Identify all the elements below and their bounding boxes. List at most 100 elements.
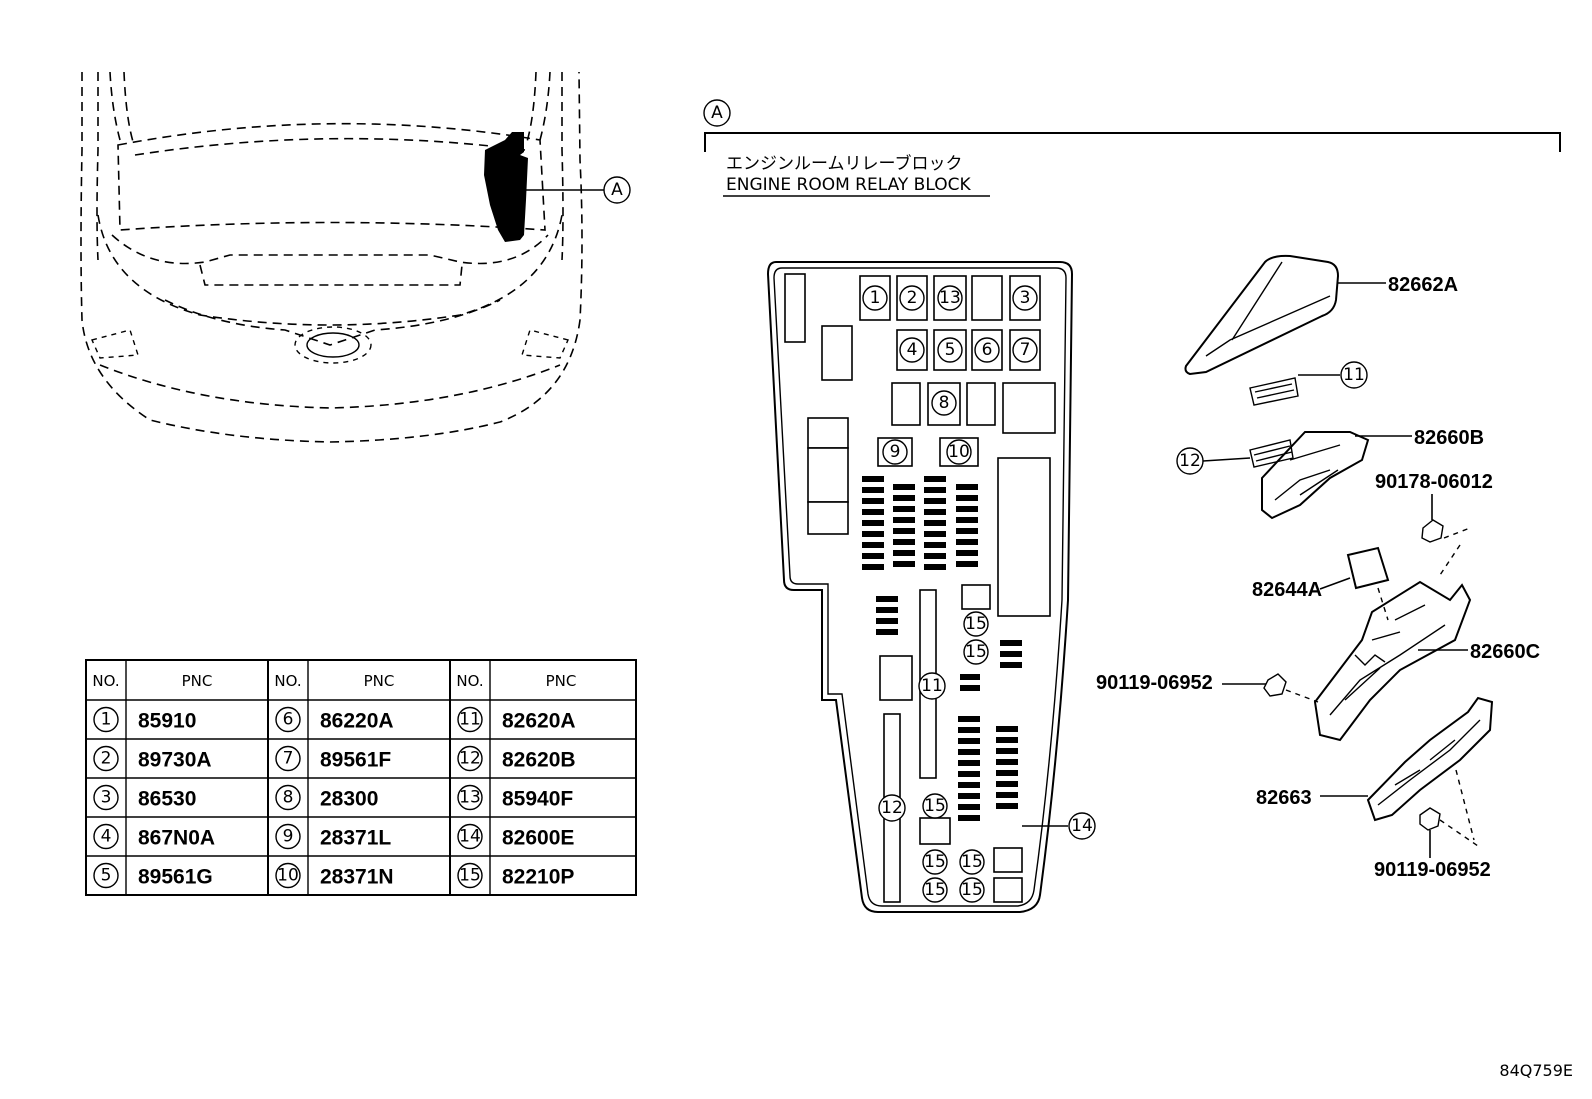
exploded-parts: 82662A 11 12 82660B 90178-06012 82644A 8…	[1096, 254, 1540, 881]
bolt-bottom-icon	[1419, 807, 1441, 831]
fuse-bar	[876, 596, 898, 602]
label-82660B: 82660B	[1414, 427, 1484, 449]
table-pnc: 89730A	[138, 749, 212, 772]
label-90178-06012: 90178-06012	[1375, 471, 1493, 493]
table-no-circle	[457, 706, 483, 733]
table-row: 3 86530	[93, 784, 196, 811]
table-no-circle	[457, 745, 483, 772]
table-pnc: 867N0A	[138, 827, 215, 850]
table-header-no: NO.	[92, 672, 119, 690]
fuse-bar	[893, 517, 915, 523]
fuse-bar	[876, 618, 898, 624]
fuse-bar	[893, 561, 915, 567]
fuse-bar	[924, 509, 946, 515]
fuse-bar	[958, 760, 980, 766]
fuse-bar	[956, 561, 978, 567]
label-82660C: 82660C	[1470, 641, 1540, 663]
table-no: 1	[101, 710, 112, 730]
fuse-bar	[958, 771, 980, 777]
svg-text:12: 12	[881, 798, 903, 818]
fuse-strip-12-icon	[1249, 439, 1294, 468]
fuse-bar	[893, 550, 915, 556]
table-no-circle	[457, 823, 483, 850]
fuse-bar	[996, 792, 1018, 798]
table-header-no: NO.	[274, 672, 301, 690]
table-no: 11	[459, 710, 481, 730]
fuse-bar	[862, 498, 884, 504]
svg-text:9: 9	[890, 442, 901, 462]
svg-text:15: 15	[924, 880, 946, 900]
relay-icon	[1346, 546, 1390, 590]
table-header-pnc: PNC	[364, 672, 395, 690]
fuse-bar	[862, 509, 884, 515]
table-no: 3	[101, 788, 112, 808]
table-no: 12	[459, 749, 481, 769]
table-pnc: 86530	[138, 788, 196, 811]
block-callout-5: 5	[937, 337, 963, 363]
block-callout-4: 4	[899, 337, 925, 363]
fuse-bar	[893, 484, 915, 490]
table-no: 13	[459, 788, 481, 808]
fuse-bar	[960, 685, 980, 691]
fuse-bar	[958, 727, 980, 733]
label-82644A: 82644A	[1252, 579, 1322, 601]
label-82662A: 82662A	[1388, 274, 1458, 296]
diagram-code: 84Q759E	[1499, 1061, 1573, 1080]
block-callout-1: 1	[862, 285, 888, 311]
svg-text:8: 8	[939, 393, 950, 413]
fuse-bar	[960, 674, 980, 680]
fuse-bar	[924, 542, 946, 548]
label-90119-06952-left: 90119-06952	[1096, 672, 1213, 694]
fuse-bar	[862, 487, 884, 493]
block-callout-7: 7	[1012, 337, 1038, 363]
label-90119-06952-bottom: 90119-06952	[1374, 859, 1491, 881]
fuse-bar	[958, 804, 980, 810]
fuse-bar	[958, 782, 980, 788]
section-header: A エンジンルームリレーブロック ENGINE ROOM RELAY BLOCK	[703, 99, 1561, 197]
table-no-circle	[93, 784, 119, 811]
table-pnc: 28300	[320, 788, 378, 811]
fog-lamp-right-icon	[521, 329, 569, 359]
fuse-bar	[996, 737, 1018, 743]
block-housing-icon	[1313, 580, 1472, 742]
fuse-bar	[876, 629, 898, 635]
block-callout-15: 15	[959, 877, 985, 903]
fuse-bar	[1000, 640, 1022, 646]
title-japanese: エンジンルームリレーブロック	[726, 153, 962, 174]
svg-text:15: 15	[924, 852, 946, 872]
block-callout-15: 15	[922, 793, 948, 819]
relay-block-layout: 1 2 13 3 4 5 6 7 8 9 10 15 15 11 12 15 1…	[766, 261, 1096, 913]
svg-text:12: 12	[1179, 451, 1201, 471]
fuse-strip-11-icon	[1249, 377, 1299, 406]
table-no: 4	[101, 827, 112, 847]
table-header-no: NO.	[456, 672, 483, 690]
part-callout-12: 12	[1176, 447, 1204, 475]
block-callout-11: 11	[918, 672, 946, 700]
table-no-circle	[93, 706, 119, 733]
block-callout-6: 6	[974, 337, 1000, 363]
fuse-bar	[958, 793, 980, 799]
table-row: 4 867N0A	[93, 823, 215, 850]
table-pnc: 82600E	[502, 827, 574, 850]
fuse-bar	[862, 476, 884, 482]
relay-block-location-icon	[484, 132, 528, 242]
fuse-bar	[924, 564, 946, 570]
svg-text:15: 15	[924, 796, 946, 816]
fuse-bar	[893, 539, 915, 545]
fuse-bar	[924, 553, 946, 559]
vehicle-callout-a	[603, 176, 631, 204]
table-pnc: 82620A	[502, 710, 576, 733]
cover-icon	[1184, 254, 1340, 376]
fuse-bar	[958, 716, 980, 722]
table-no-circle	[93, 745, 119, 772]
fuse-bar	[924, 498, 946, 504]
fuse-bar	[956, 550, 978, 556]
svg-text:15: 15	[961, 880, 983, 900]
svg-text:4: 4	[907, 340, 918, 360]
svg-text:14: 14	[1071, 816, 1093, 836]
